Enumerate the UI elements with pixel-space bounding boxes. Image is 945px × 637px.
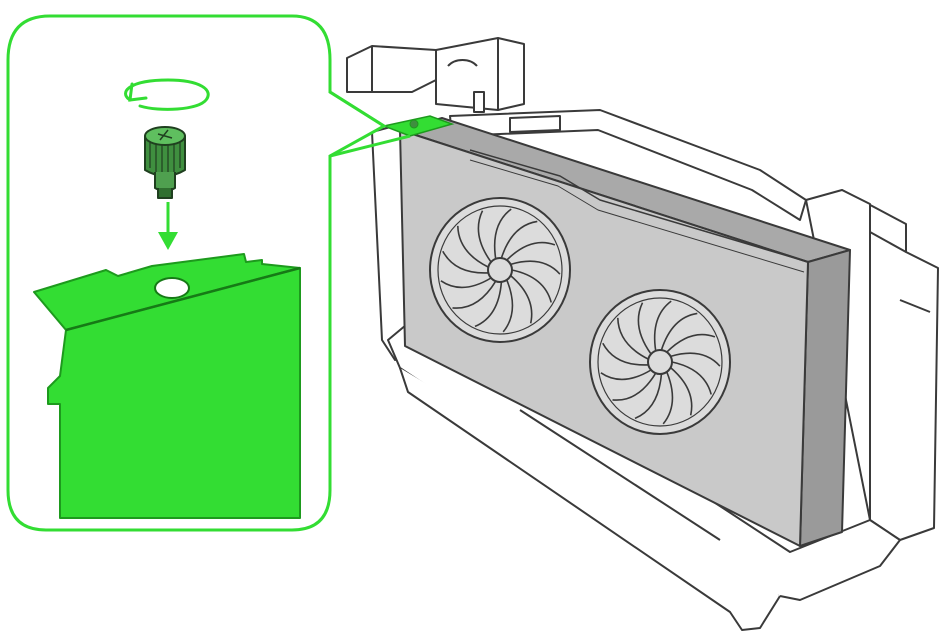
fan-blade [510,260,561,275]
fan-blade [500,220,538,259]
fan-blade [477,210,492,263]
fan-blade [670,352,721,367]
fan-blade [457,225,489,268]
callout-leader-top [329,90,385,128]
fan-blade [612,372,657,401]
fan-blade [506,241,556,261]
fan-inner-ring [437,205,563,335]
fan-blade [660,312,698,351]
rotate-clockwise-icon [124,78,210,111]
fan-icon [589,289,731,435]
fan-blade [617,317,649,360]
fan-blade [511,269,552,303]
fan-blade [670,366,693,416]
fan-inner-ring [597,297,723,427]
fan-hub [487,257,513,283]
fan-blade [442,250,489,274]
fan-blade [493,208,512,259]
fan-blade [474,281,503,328]
card-bracket-tab [381,115,455,137]
fan-blade [510,274,533,324]
fan-icon [429,197,571,343]
fan-hub [647,349,673,375]
fan-blade [602,342,649,366]
fan-blade [671,361,712,395]
callout-leader-bottom [329,134,411,158]
fan-group [429,197,731,435]
fan-blade [637,302,652,355]
fan-blade [452,280,497,309]
fan-blade [662,371,674,425]
fan-blade [600,369,652,381]
fan-blade [653,300,672,351]
thumbscrew-icon [144,126,186,199]
fan-blade [440,277,492,289]
pci-bracket-icon [33,253,301,519]
fan-blade [634,373,663,420]
fan-blade [666,333,716,353]
fan-blade [502,279,514,333]
arrow-down-icon [158,202,178,250]
